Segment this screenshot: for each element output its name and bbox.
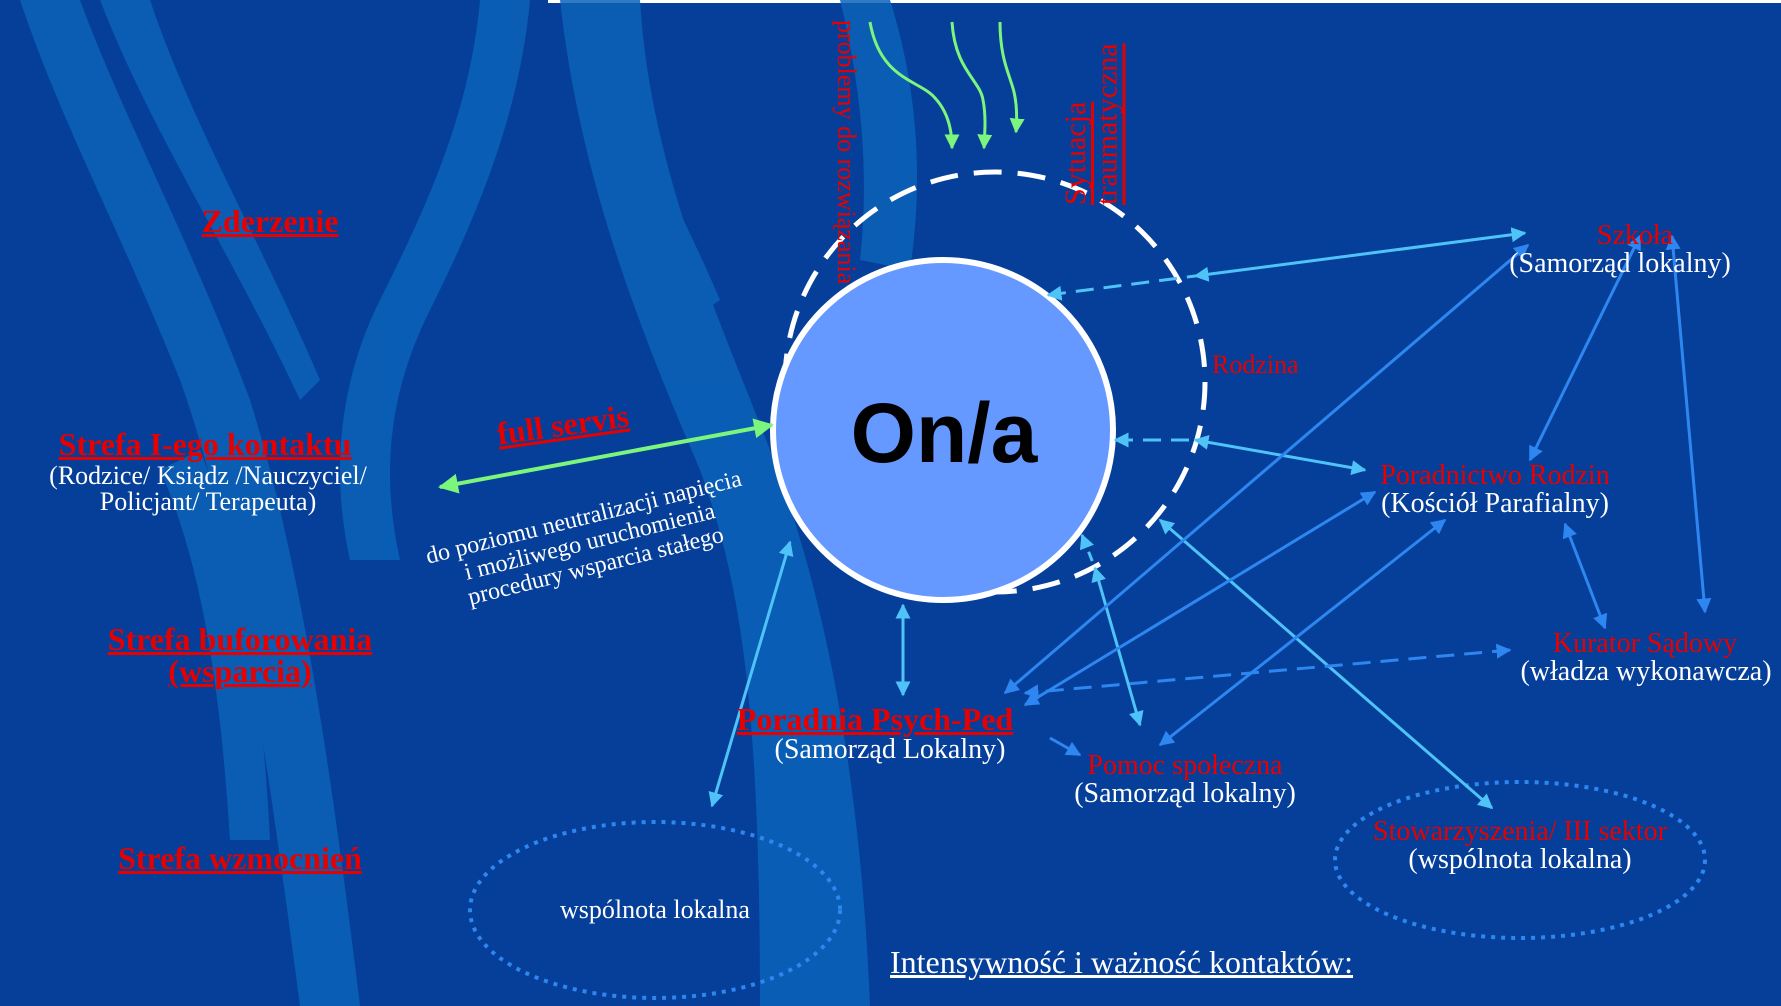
arrow-counsel-social: [1158, 518, 1447, 747]
top-border-line: [548, 0, 1781, 3]
community-ellipse-right: [1333, 780, 1707, 940]
full-servis-arrow: [438, 418, 774, 494]
node-curator-title: Kurator Sądowy: [1552, 628, 1738, 659]
intensity-label: Intensywność i ważność kontaktów:: [890, 944, 1354, 980]
node-counsel-sub: (Kościół Parafialny): [1381, 488, 1609, 519]
center-label: On/a: [850, 386, 1038, 480]
incoming-problem-arrows: [868, 21, 1025, 150]
node-ngo-sub: (wspólnota lokalna): [1408, 844, 1632, 875]
arrow-curator-psych: [1023, 643, 1512, 700]
family-label: Rodzina: [1212, 350, 1299, 379]
node-school-title: Szkoła: [1596, 220, 1674, 251]
arrow-ring-social: [1091, 566, 1144, 727]
zone-first-contact-sub: (Rodzice/ Ksiądz /Nauczyciel/ Policjant/…: [49, 461, 367, 516]
community-label: wspólnota lokalna: [560, 895, 750, 924]
node-social-sub: (Samorząd lokalny): [1074, 778, 1296, 809]
node-psych-sub: (Samorząd Lokalny): [774, 734, 1006, 765]
arrow-family-counsel: [1193, 434, 1367, 476]
node-counsel-title: Poradnictwo Rodzin: [1380, 460, 1610, 491]
zone-first-contact: Strefa I-ego kontaktu: [58, 426, 352, 462]
arrow-school-counsel: [1528, 234, 1642, 462]
node-school-sub: (Samorząd lokalny): [1509, 248, 1731, 279]
node-curator-sub: (władza wykonawcza): [1520, 656, 1772, 687]
arrow-psych-social: [1049, 736, 1082, 757]
zone-collision: Zderzenie: [201, 203, 339, 239]
arrow-counsel-curator: [1562, 522, 1608, 630]
arrow-center-ring-social: [1079, 533, 1097, 569]
arrow-center-community: [708, 540, 794, 808]
zone-strengthening: Strefa wzmocnień: [118, 840, 362, 876]
green-arrow-1: [868, 21, 960, 150]
zone-buffer: Strefa buforowania (wsparcia): [107, 621, 373, 689]
problems-label: problemy do rozwiązania: [832, 20, 861, 285]
arrow-family-school: [1193, 227, 1527, 282]
green-arrow-2: [950, 21, 993, 150]
node-social-title: Pomoc społeczna: [1087, 750, 1283, 781]
traumatic-label: Sytuacja traumatyczna: [1059, 43, 1124, 205]
dark-arrows: [1003, 234, 1712, 757]
node-psych-title: Poradnia Psych-Ped: [736, 701, 1014, 737]
community-ellipse-left: [468, 820, 842, 1000]
node-ngo-title: Stowarzyszenia/ III sektor: [1373, 816, 1667, 847]
green-arrow-3: [998, 21, 1025, 134]
arrow-center-family-top: [1046, 274, 1196, 301]
arrow-school-curator: [1665, 234, 1712, 614]
